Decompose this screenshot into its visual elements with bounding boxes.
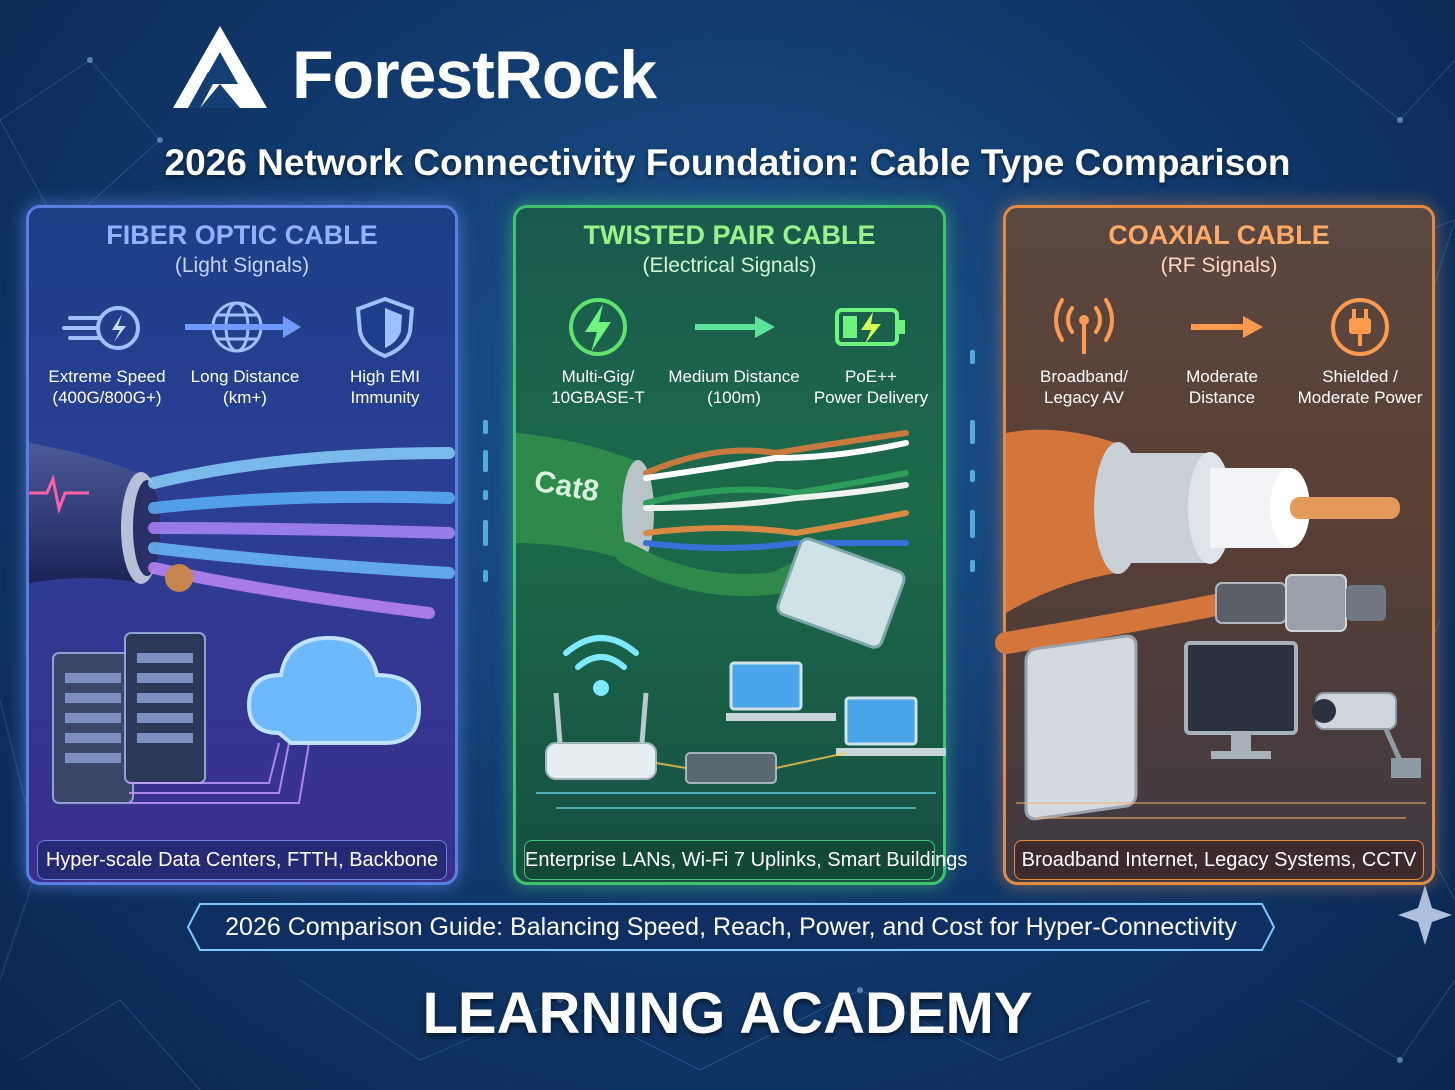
panel-subtitle: (RF Signals) [1160,254,1278,277]
feature-label: Legacy AV [1043,388,1125,407]
desktop-computer-icon [726,661,946,756]
fiber-strands [148,447,455,619]
fiber-optic-panel: FIBER OPTIC CABLE (Light Signals) Extrem… [26,205,458,885]
feature-label: (400G/800G+) [52,388,162,407]
copper-core [1290,497,1400,519]
twisted-pair-panel: TWISTED PAIR CABLE (Electrical Signals) … [513,205,967,885]
panel-subtitle: (Electrical Signals) [642,254,817,277]
learning-academy-title: LEARNING ACADEMY [422,981,1033,1046]
feature-label: Shielded / [1322,367,1398,386]
coaxial-illustration [995,429,1426,821]
panel-subtitle: (Light Signals) [174,254,310,277]
fiber-illustration [29,443,455,804]
network-switch-icon [685,752,777,784]
cat8-cable-jacket [516,433,636,563]
modem-icon [1024,634,1138,821]
feature-emi: High EMI Immunity [315,296,455,408]
arrow-right-icon [1191,316,1263,338]
server-rack-icon [52,632,206,804]
feature-label: Extreme Speed [48,367,166,386]
monitor-icon [1184,641,1298,759]
feature-speed: Extreme Speed (400G/800G+) [37,296,177,408]
feature-label: (km+) [223,388,267,407]
forestrock-logo: ForestRock [170,22,730,117]
router-icon [545,692,657,780]
feature-medium-distance: Medium Distance (100m) [664,296,804,408]
feature-label: High EMI [350,367,420,386]
battery-icon [835,308,905,346]
comparison-guide-banner: 2026 Comparison Guide: Balancing Speed, … [186,902,1276,952]
use-cases-bar: Broadband Internet, Legacy Systems, CCTV [1014,840,1424,880]
feature-shielded-power: Shielded / Moderate Power [1290,296,1430,408]
coaxial-panel: COAXIAL CABLE (RF Signals) Broadband/Leg… [995,205,1435,885]
feature-label: Immunity [350,388,420,407]
feature-label: Moderate Power [1297,388,1423,407]
antenna-icon [1054,298,1114,354]
feature-label: 10GBASE-T [551,388,645,407]
use-cases-bar: Enterprise LANs, Wi-Fi 7 Uplinks, Smart … [524,840,967,880]
feature-distance: Long Distance (km+) [175,296,315,408]
brand-name: ForestRock [292,37,657,113]
feature-broadband: Broadband/Legacy AV [1014,296,1154,408]
coax-outer-jacket [1006,429,1116,613]
twisted-pair-illustration [516,430,946,809]
lightning-icon [569,298,627,356]
panel-title: TWISTED PAIR CABLE [583,220,876,250]
page-title: 2026 Network Connectivity Foundation: Ca… [164,142,1291,183]
feature-label: Broadband/ [1040,367,1128,386]
feature-label: Distance [1188,388,1256,407]
feature-label: Multi-Gig/ [561,367,635,386]
feature-label: (100m) [707,388,761,407]
feature-label: Moderate [1186,367,1258,386]
mountain-logo-icon [173,26,267,108]
sparkle-icon [1398,885,1452,945]
wifi-icon [563,635,639,696]
feature-poe: PoE++ Power Delivery [801,296,941,408]
feature-label: Long Distance [190,367,300,386]
feature-label: PoE++ [845,367,897,386]
panel-title: COAXIAL CABLE [1108,220,1330,250]
twisted-wire-pairs [643,430,909,551]
feature-label: Power Delivery [813,388,929,407]
feature-multigig: Multi-Gig/10GBASE-T [528,296,668,408]
rj45-connector-icon [776,537,906,649]
cloud-icon [246,635,422,745]
use-cases-bar: Hyper-scale Data Centers, FTTH, Backbone [37,840,447,880]
globe-arrow-icon [185,301,301,353]
panel-title: FIBER OPTIC CABLE [106,220,378,250]
arrow-right-icon [695,316,775,338]
fiber-cable-jacket [29,443,139,583]
bnc-connector-icon [1215,574,1386,632]
speed-icon [62,306,140,350]
feature-label: Medium Distance [668,367,800,386]
cctv-camera-icon [1312,692,1421,778]
foil-shield [622,460,654,564]
shield-icon [355,296,415,359]
banner-text: 2026 Comparison Guide: Balancing Speed, … [225,913,1237,941]
plug-icon [1331,298,1389,356]
